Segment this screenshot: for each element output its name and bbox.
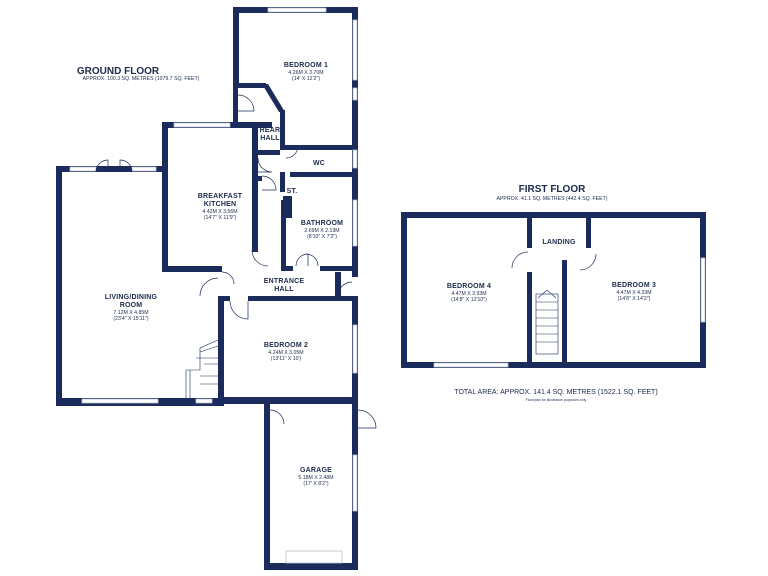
living-imperial: (23'4" X 15'11") bbox=[113, 316, 149, 322]
first-floor-walls bbox=[401, 212, 706, 368]
first-floor-title: FIRST FLOOR bbox=[519, 184, 586, 195]
bedroom3-imperial: (14'8" X 14'2") bbox=[618, 296, 651, 302]
landing-label: LANDING bbox=[542, 239, 576, 246]
ground-floor-doors bbox=[95, 94, 377, 429]
kitchen-imperial: (14'7" X 11'9") bbox=[204, 215, 237, 221]
bathroom-imperial: (8'10" X 7'2") bbox=[307, 234, 337, 240]
garage-metric: 5.18M X 2.48M bbox=[298, 475, 333, 481]
total-area: TOTAL AREA: APPROX. 141.4 SQ. METRES (15… bbox=[454, 389, 657, 396]
ground-floor-title: GROUND FLOOR bbox=[77, 66, 160, 77]
living-label-2: ROOM bbox=[120, 302, 143, 309]
living-metric: 7.12M X 4.85M bbox=[113, 310, 148, 316]
bedroom2-metric: 4.24M X 3.05M bbox=[268, 350, 303, 356]
bedroom2-label: BEDROOM 2 bbox=[264, 342, 308, 349]
entrance-hall-label-1: ENTRANCE bbox=[264, 278, 305, 285]
rear-hall-label-1: REAR bbox=[260, 127, 281, 134]
first-floor-area: APPROX. 41.1 SQ. METRES (442.4 SQ. FEET) bbox=[497, 196, 608, 202]
disclaimer: Floorplan for illustration purposes only bbox=[526, 398, 587, 402]
bedroom1-label: BEDROOM 1 bbox=[284, 62, 328, 69]
bedroom3-metric: 4.47M X 4.33M bbox=[616, 290, 651, 296]
ground-floor-stairs bbox=[185, 339, 219, 398]
bedroom4-imperial: (14'8" X 12'10") bbox=[451, 297, 487, 303]
rear-hall-label-2: HALL bbox=[260, 135, 280, 142]
bedroom2-imperial: (13'11" X 10') bbox=[271, 356, 302, 362]
bathroom-label: BATHROOM bbox=[301, 220, 343, 227]
kitchen-metric: 4.42M X 3.56M bbox=[202, 209, 237, 215]
ground-floor-area: APPROX. 100.3 SQ. METRES (1079.7 SQ. FEE… bbox=[83, 76, 200, 82]
bathroom-metric: 2.69M X 2.19M bbox=[304, 228, 339, 234]
garage-label: GARAGE bbox=[300, 467, 332, 474]
kitchen-label-1: BREAKFAST bbox=[198, 193, 243, 200]
bedroom1-imperial: (14' X 12'2") bbox=[292, 76, 320, 82]
bedroom4-label: BEDROOM 4 bbox=[447, 283, 491, 290]
garage-imperial: (17' X 8'2") bbox=[303, 481, 328, 487]
kitchen-label-2: KITCHEN bbox=[204, 201, 237, 208]
entrance-hall-label-2: HALL bbox=[274, 286, 294, 293]
ground-floor-windows bbox=[69, 7, 358, 564]
first-floor-doors bbox=[511, 251, 597, 271]
bedroom4-metric: 4.47M X 3.93M bbox=[451, 291, 486, 297]
wc-label: WC bbox=[313, 160, 325, 167]
first-floor-stairs bbox=[535, 289, 559, 355]
bedroom3-label: BEDROOM 3 bbox=[612, 282, 656, 289]
bedroom1-metric: 4.26M X 3.70M bbox=[288, 70, 323, 76]
living-label-1: LIVING/DINING bbox=[105, 294, 158, 301]
store-label: ST. bbox=[287, 188, 298, 195]
first-floor-windows bbox=[433, 257, 706, 368]
